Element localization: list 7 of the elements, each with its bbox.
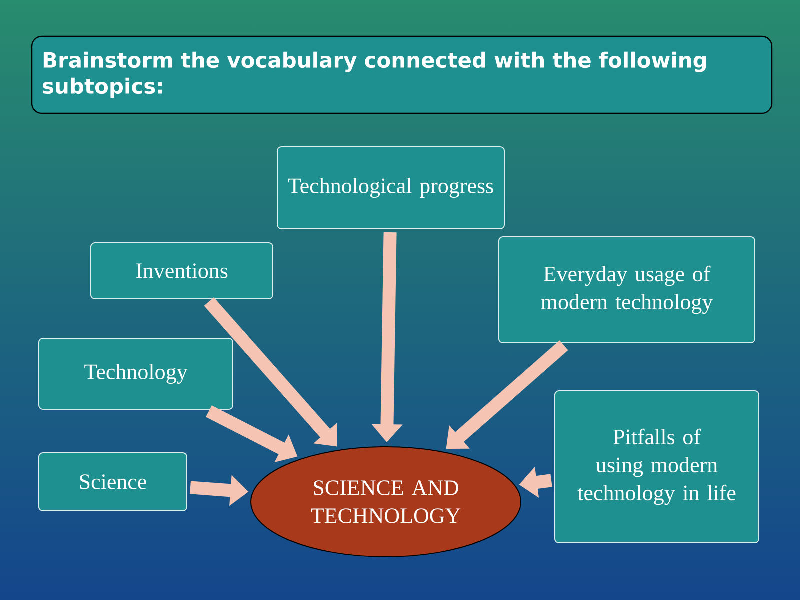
topic-box: Science [38, 452, 188, 512]
topic-box: Technology [38, 338, 234, 410]
title-box: Brainstorm the vocabulary connected with the following subtopics: [31, 36, 773, 114]
topic-box: Technological progress [277, 146, 505, 230]
topic-box: Inventions [90, 242, 274, 300]
topic-box: Everyday usage of modern technology [498, 236, 756, 344]
topic-box: Pitfalls of using modern technology in life [554, 390, 760, 544]
